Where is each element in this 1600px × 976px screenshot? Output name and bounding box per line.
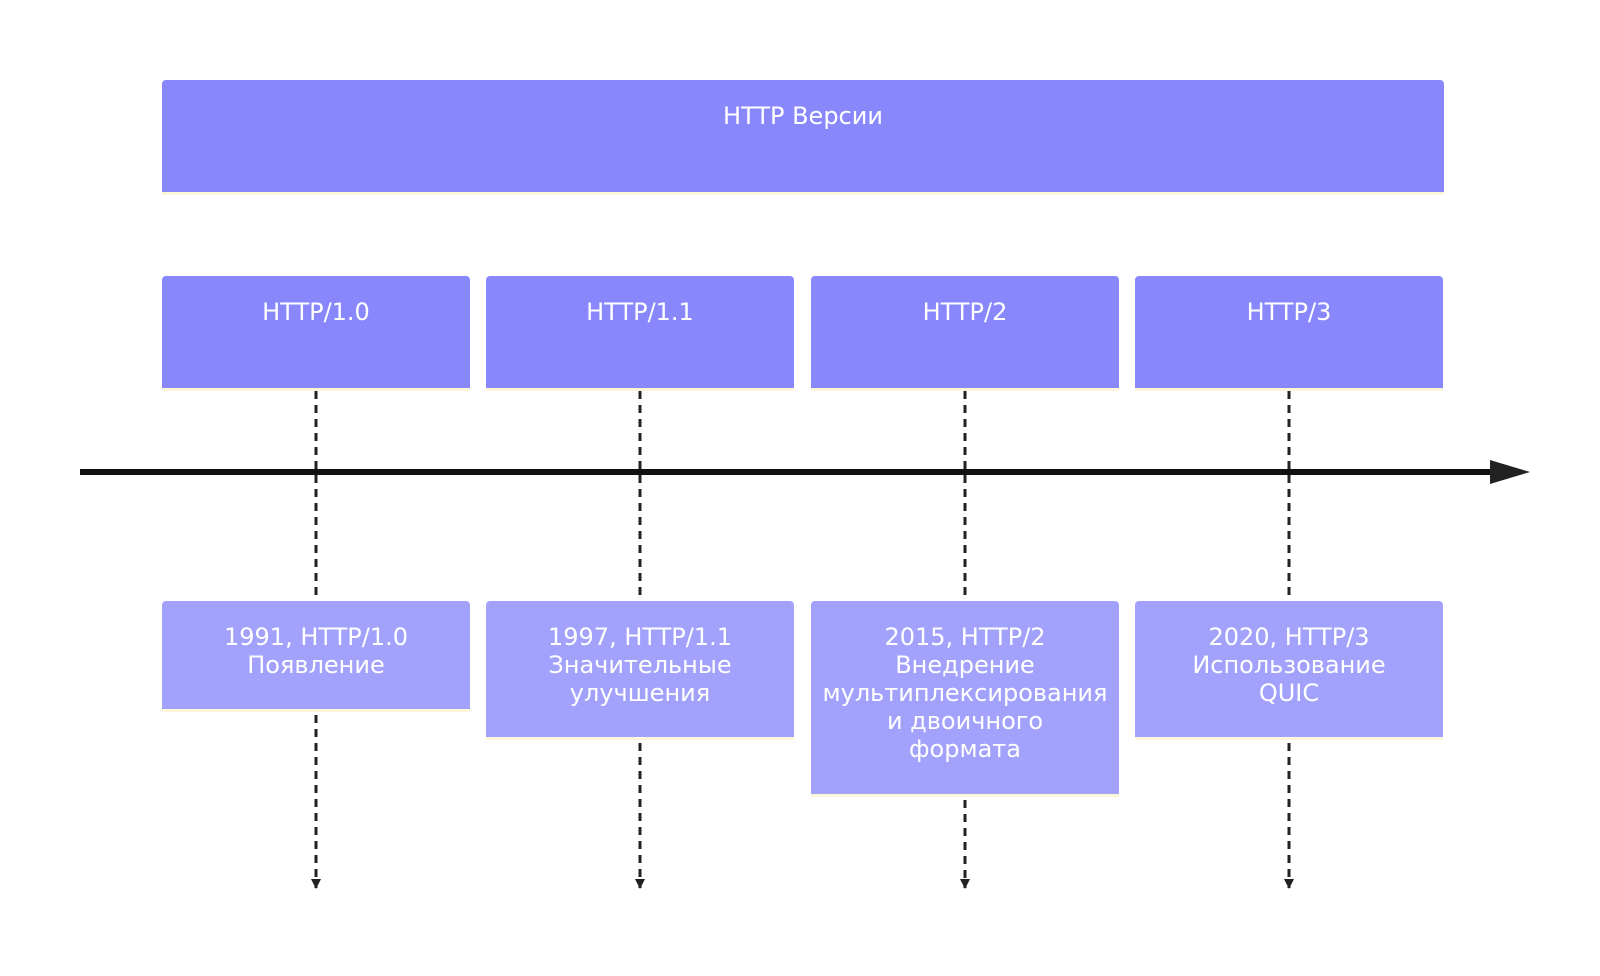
detail-line: Использование xyxy=(1192,651,1386,679)
version-box-http-3: HTTP/3 xyxy=(1135,276,1443,388)
time-axis xyxy=(80,460,1530,484)
connector-lines xyxy=(311,391,1294,889)
detail-box-http-1-0: 1991, HTTP/1.0 Появление xyxy=(162,601,470,709)
detail-line: формата xyxy=(909,735,1021,763)
version-label: HTTP/3 xyxy=(1246,298,1332,326)
version-label: HTTP/2 xyxy=(922,298,1008,326)
version-label: HTTP/1.1 xyxy=(586,298,694,326)
detail-line: 1997, HTTP/1.1 xyxy=(547,623,732,651)
diagram-title: HTTP Версии xyxy=(723,102,883,130)
detail-line: и двоичного xyxy=(886,707,1044,735)
detail-box-http-3: 2020, HTTP/3 Использование QUIC xyxy=(1135,601,1443,737)
version-box-http-2: HTTP/2 xyxy=(811,276,1119,388)
detail-box-http-2: 2015, HTTP/2 Внедрение мультиплексирован… xyxy=(811,601,1119,794)
detail-line: 1991, HTTP/1.0 xyxy=(223,623,408,651)
title-box: HTTP Версии xyxy=(162,80,1444,192)
detail-line: Появление xyxy=(247,651,385,679)
detail-box-http-1-1: 1997, HTTP/1.1 Значительные улучшения xyxy=(486,601,794,737)
detail-line: Значительные xyxy=(548,651,732,679)
time-axis-arrowhead xyxy=(1490,460,1530,484)
detail-line: улучшения xyxy=(569,679,711,707)
detail-line: мультиплексирования xyxy=(822,679,1108,707)
detail-line: Внедрение xyxy=(895,651,1035,679)
detail-line: 2020, HTTP/3 xyxy=(1208,623,1370,651)
detail-line: QUIC xyxy=(1258,679,1320,707)
version-box-http-1-0: HTTP/1.0 xyxy=(162,276,470,388)
version-label: HTTP/1.0 xyxy=(262,298,370,326)
version-box-http-1-1: HTTP/1.1 xyxy=(486,276,794,388)
detail-line: 2015, HTTP/2 xyxy=(884,623,1046,651)
